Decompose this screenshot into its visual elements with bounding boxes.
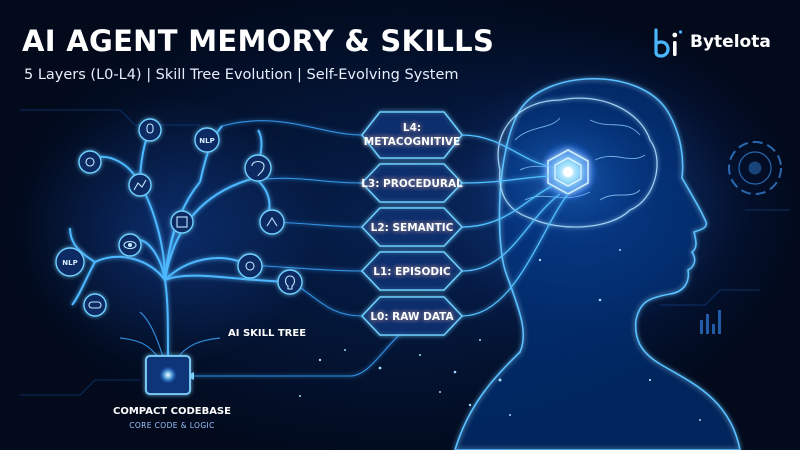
nlp-badge-icon	[55, 247, 85, 277]
hud-bars	[700, 310, 721, 334]
mic-icon	[138, 118, 162, 142]
hud-rings	[728, 141, 782, 195]
skill-node-glyphs	[85, 123, 295, 309]
layer-l1-label: L1: EPISODIC	[373, 266, 451, 278]
chip-icon	[170, 210, 194, 234]
memory-layer-l4: L4: METACOGNITIVE	[361, 111, 463, 159]
hand-brain-icon	[259, 209, 285, 235]
brain-outline	[497, 97, 658, 228]
bi-logo-icon	[654, 28, 683, 58]
codebase-sublabel: CORE CODE & LOGIC	[129, 421, 215, 430]
neural-core-hexagon	[538, 142, 598, 202]
codebase-label: COMPACT CODEBASE	[113, 406, 231, 417]
brain-head-icon	[244, 154, 272, 182]
layer-l2-label: L2: SEMANTIC	[371, 222, 454, 234]
compact-codebase-chip	[145, 355, 191, 395]
particle-dots	[299, 249, 701, 421]
pill-icon	[83, 293, 107, 317]
layer-l3-label: L3: PROCEDURAL	[361, 178, 463, 190]
layer-l0-label: L0: RAW DATA	[370, 311, 454, 323]
memory-layer-l2: L2: SEMANTIC	[360, 207, 464, 247]
background-circuit-lines	[20, 109, 790, 396]
page-subtitle: 5 Layers (L0-L4) | Skill Tree Evolution …	[24, 67, 459, 83]
layer-l4-label-line2: METACOGNITIVE	[364, 136, 460, 148]
lightbulb-icon	[277, 269, 303, 295]
nlp-badge-icon	[194, 127, 220, 153]
node-nlp-label-2: NLP	[199, 137, 214, 145]
node-nlp-label-1: NLP	[62, 259, 77, 267]
page-title: AI AGENT MEMORY & SKILLS	[22, 24, 495, 58]
skill-tree-label: AI SKILL TREE	[228, 328, 307, 339]
brand-logo: Bytelota	[653, 28, 788, 58]
memory-layer-l1: L1: EPISODIC	[360, 251, 464, 291]
human-head-silhouette	[454, 78, 741, 450]
skill-node-labels: NLP NLP	[62, 137, 214, 267]
layer-l4-label-line1: L4:	[403, 122, 421, 134]
layer-connections	[461, 134, 569, 317]
brand-name: Bytelota	[690, 32, 771, 52]
memory-layer-l0: L0: RAW DATA	[360, 296, 464, 336]
skill-tree-root	[119, 311, 221, 361]
memory-layer-l3: L3: PROCEDURAL	[360, 163, 463, 203]
gear-icon	[78, 150, 102, 174]
gear-icon	[237, 253, 263, 279]
